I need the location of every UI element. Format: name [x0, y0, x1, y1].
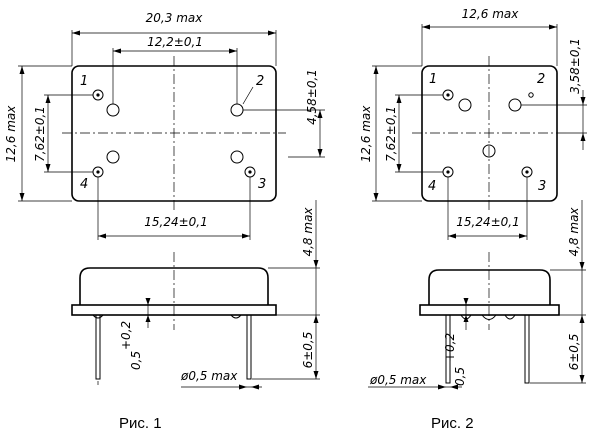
fig2-body-outline: [421, 65, 558, 202]
fig2-pin-3: [521, 166, 533, 178]
fig1-dim-standoff-tol: +0,2: [119, 321, 133, 350]
fig2-caption: Рис. 2: [431, 415, 474, 432]
fig1-dim-lead-length-label: 6±0,5: [301, 332, 315, 369]
fig2-dim-offset-label: 3,58±0,1: [568, 38, 582, 94]
fig1-pin-4: [92, 166, 104, 178]
fig2-dim-lead-length-label: 6±0,5: [567, 334, 581, 371]
fig2-dim-standoff-tol: +0,2: [443, 333, 457, 362]
fig1-dim-pitch-top-label: 12,2±0,1: [147, 35, 203, 49]
fig1-hole-lower-right: [230, 150, 244, 164]
fig2-hole-center: [482, 144, 496, 158]
fig1-pin2-leader: [242, 86, 254, 105]
fig2-hole-upper-left: [458, 98, 472, 112]
fig1-dim-standoff-label: 0,5: [129, 351, 143, 370]
fig1-caption: Рис. 1: [119, 415, 162, 432]
fig1-pin-1: [92, 89, 104, 101]
fig1-can-outline: [79, 267, 269, 305]
fig2-pin-1: [442, 89, 454, 101]
fig2-lead-left: [445, 314, 451, 384]
fig1-dim-height-label: 12,6 max: [4, 105, 18, 163]
fig1-dim-width-label: 20,3 max: [146, 11, 204, 25]
fig1-hole-upper-left: [106, 103, 120, 117]
fig2-dim-body-height-label: 4,8 max: [567, 207, 581, 257]
fig1-pin-label-2: 2: [256, 74, 264, 89]
fig2-pin-label-1: 1: [429, 72, 437, 87]
fig2-hole-upper-right: [508, 98, 522, 112]
fig1-hole-lower-left: [106, 150, 120, 164]
fig2-dim-height-label: 12,6 max: [359, 105, 373, 163]
fig2-pin-label-3: 3: [538, 179, 546, 194]
fig1-dim-pitch-vert-label: 7,62±0,1: [33, 106, 47, 162]
fig1-pin-label-4: 4: [80, 177, 88, 192]
fig2-pin-label-2: 2: [537, 72, 545, 87]
fig2-pin-4: [442, 166, 454, 178]
fig1-lead-left: [95, 314, 101, 380]
fig2-lead-right: [524, 314, 530, 384]
fig2-base-flange: [419, 304, 560, 316]
fig1-pin-2: [230, 103, 244, 117]
fig2-dim-pitch-vert-label: 7,62±0,1: [384, 106, 398, 162]
fig2-side-view: 4,8 max 6±0,5 ø0,5 max 0,5 +0,2 Рис. 2: [368, 200, 586, 432]
fig1-pin-3: [244, 166, 256, 178]
fig2-dim-lead-dia-label: ø0,5 max: [369, 373, 427, 387]
fig2-dim-pitch-bottom-label: 15,24±0,1: [456, 215, 520, 229]
fig2-dim-standoff-label: 0,5: [453, 367, 467, 386]
fig1-dim-pitch-bottom-label: 15,24±0,1: [144, 215, 208, 229]
fig1-pin-label-1: 1: [80, 74, 88, 89]
fig1-side-view: 4,8 max 6±0,5 ø0,5 max 0,5 +0,2 Рис. 1: [71, 200, 320, 432]
fig1-dim-offset-label: 4,58±0,1: [305, 69, 319, 125]
fig1-dim-body-height-label: 4,8 max: [301, 207, 315, 257]
fig2-pin-2: [528, 92, 534, 98]
fig2-can-outline: [428, 269, 551, 305]
fig2-top-view: 1 2 3 4 12,6 max 3,58±0,1 12,6 max 7,62±…: [359, 7, 587, 240]
fig1-dim-lead-dia-label: ø0,5 max: [180, 369, 238, 383]
fig2-pin-label-4: 4: [428, 179, 436, 194]
fig1-pin-label-3: 3: [258, 177, 266, 192]
fig1-lead-right: [246, 314, 252, 380]
fig1-top-view: 1 2 3 4 20,3 max 12,2±0,1 4,58±0,1 12,6 …: [4, 11, 325, 240]
fig2-dim-width-label: 12,6 max: [462, 7, 520, 21]
